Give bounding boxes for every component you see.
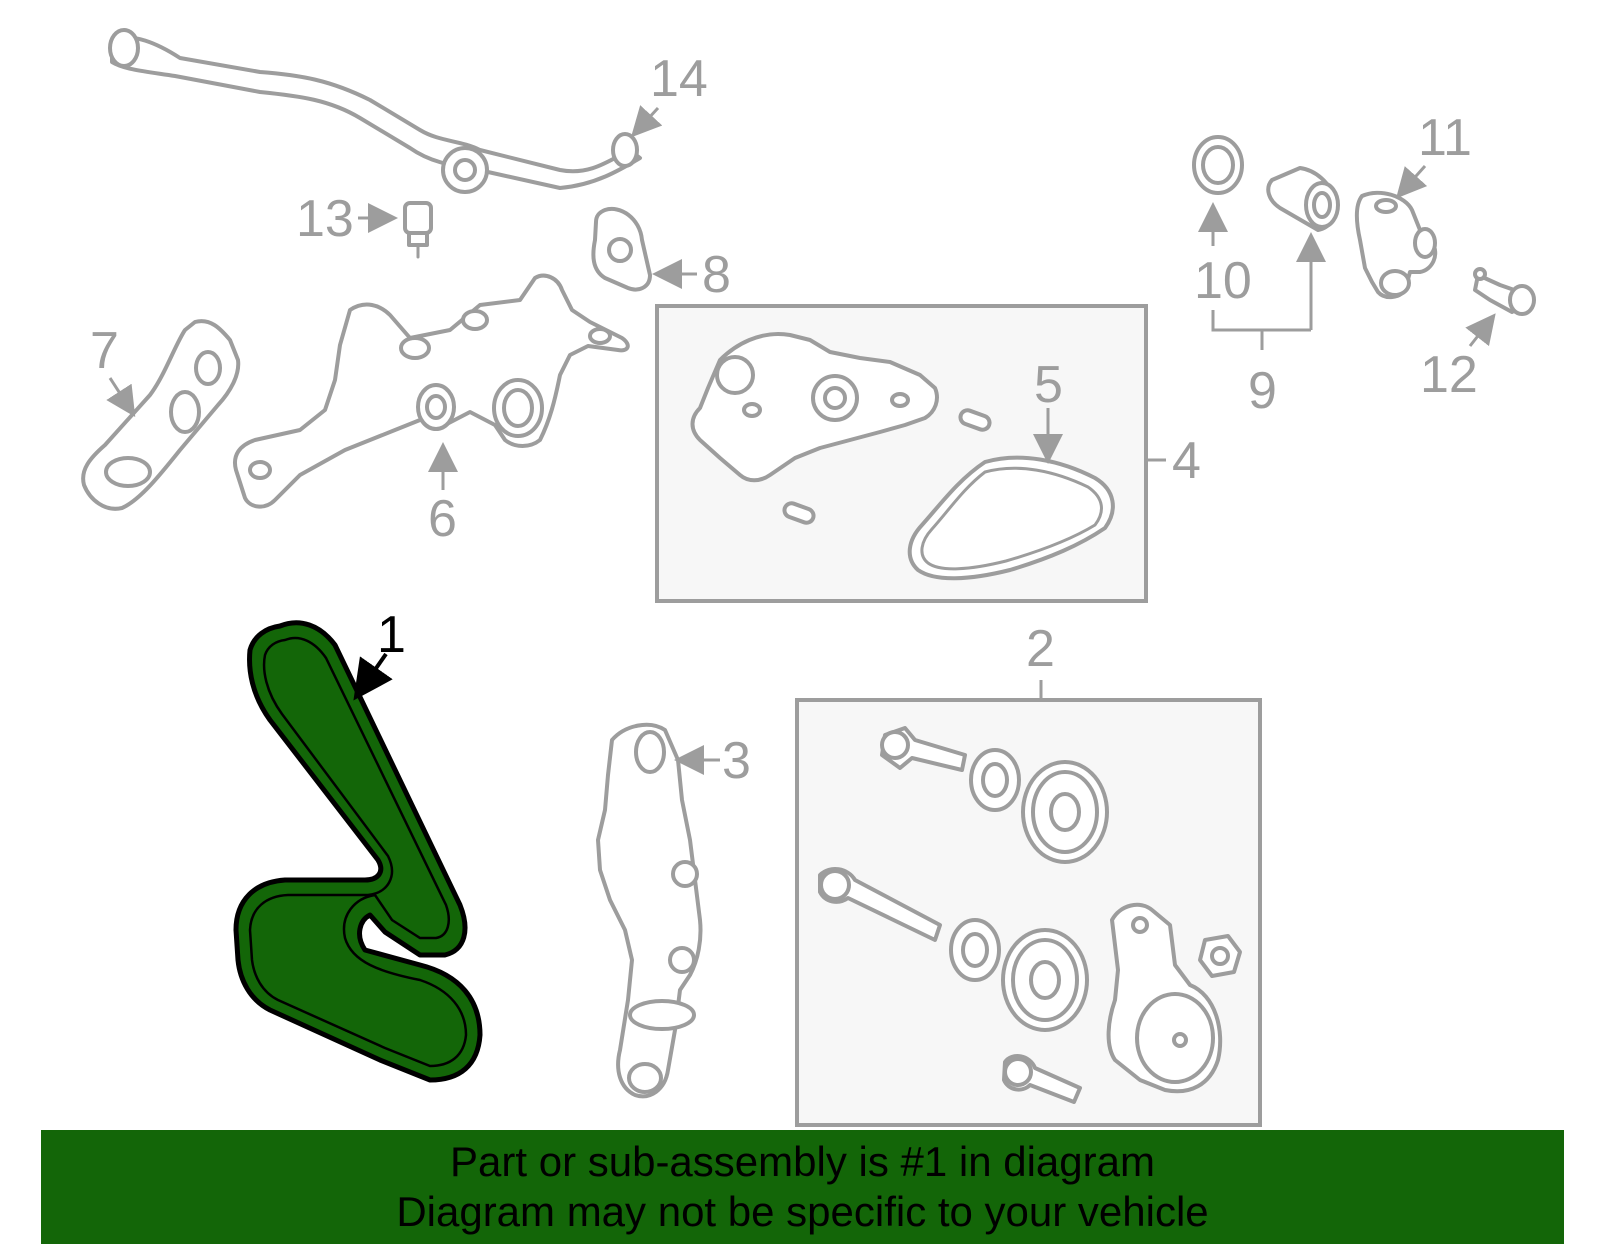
part-6-housing[interactable]	[233, 273, 630, 509]
info-banner: Part or sub-assembly is #1 in diagram Di…	[41, 1130, 1564, 1244]
callout-11: 11	[1418, 109, 1472, 167]
part-2-tensioner-kit[interactable]	[818, 726, 1242, 1104]
part-4-water-pump[interactable]	[690, 332, 992, 525]
callout-14: 14	[650, 50, 708, 108]
part-12-sensor[interactable]	[1473, 267, 1536, 316]
tensioner-body	[1106, 902, 1223, 1094]
part-10-ring[interactable]	[1192, 135, 1244, 195]
bolt-long	[818, 867, 942, 942]
bolt-upper	[880, 726, 967, 772]
nut	[1198, 934, 1242, 978]
callout-12: 12	[1420, 346, 1478, 404]
banner-line-1: Part or sub-assembly is #1 in diagram	[450, 1138, 1155, 1185]
part-7-plate[interactable]	[81, 319, 241, 511]
callout-6: 6	[428, 490, 457, 548]
banner-line-2: Diagram may not be specific to your vehi…	[396, 1188, 1209, 1235]
callout-8: 8	[702, 246, 731, 304]
callout-2: 2	[1026, 620, 1055, 678]
part-11-housing[interactable]	[1354, 190, 1438, 299]
part-5-gasket[interactable]	[907, 455, 1115, 581]
callout-1: 1	[377, 606, 406, 664]
part-1-serpentine-belt[interactable]	[233, 620, 483, 1083]
callout-4: 4	[1172, 432, 1201, 490]
callout-7: 7	[90, 322, 119, 380]
part-9-pipe[interactable]	[1266, 166, 1340, 232]
part-13-sensor[interactable]	[403, 201, 433, 259]
callout-3: 3	[722, 732, 751, 790]
callout-5: 5	[1034, 356, 1063, 414]
part-8-gasket[interactable]	[591, 206, 652, 292]
pulley-upper	[1021, 760, 1109, 864]
washer-lower	[949, 918, 1001, 982]
callout-10: 10	[1194, 252, 1252, 310]
bolt-lower	[1002, 1054, 1082, 1104]
callout-9: 9	[1248, 362, 1277, 420]
washer-upper	[969, 748, 1021, 812]
part-3-tensioner-arm[interactable]	[596, 722, 703, 1099]
callout-13: 13	[296, 190, 354, 248]
pulley-lower	[1001, 928, 1089, 1032]
part-14-coolant-pipe[interactable]	[108, 28, 642, 194]
